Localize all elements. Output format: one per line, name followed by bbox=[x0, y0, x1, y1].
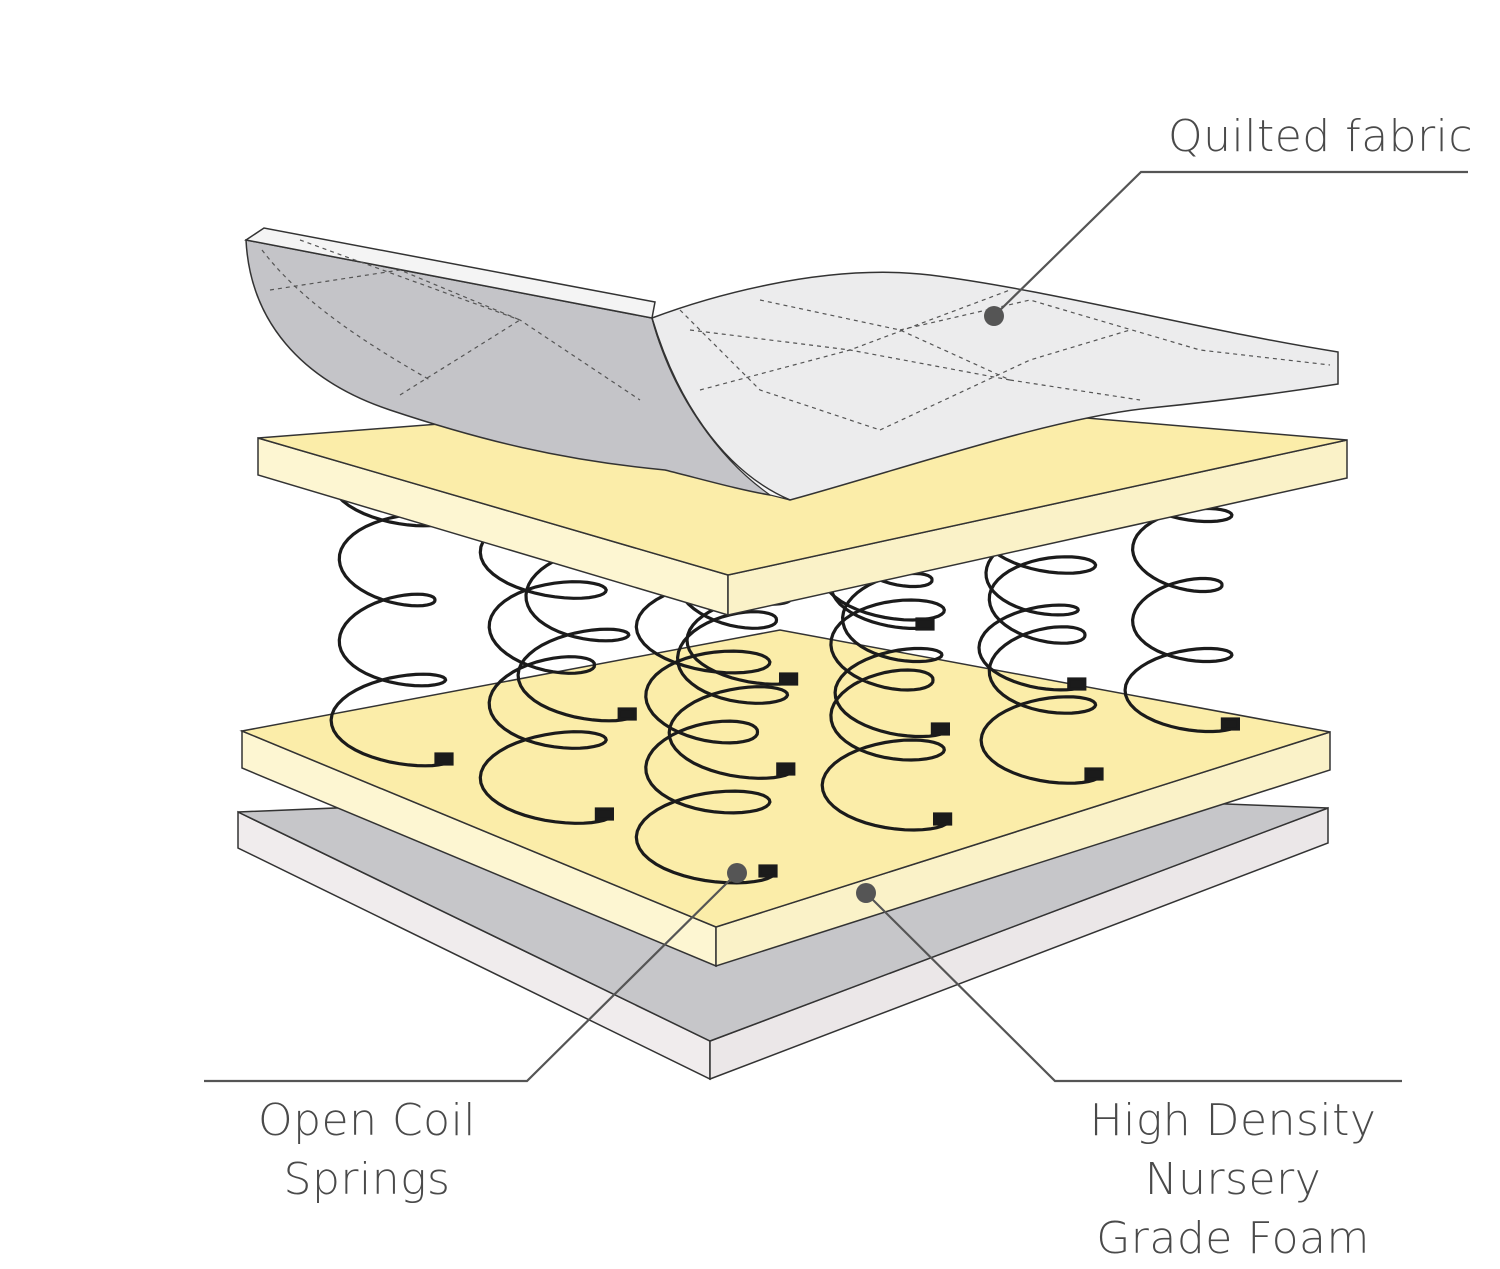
label-open-coil-line-1: Open Coil bbox=[257, 1095, 477, 1146]
coil-spring bbox=[979, 485, 1102, 785]
leader-quilted bbox=[993, 170, 1468, 317]
label-foam-line-1: High Density bbox=[1089, 1095, 1377, 1146]
coil-spring bbox=[634, 579, 777, 885]
quilted-fabric-front-edge bbox=[651, 317, 791, 501]
label-open-coil-springs: Open Coil Springs bbox=[202, 1092, 532, 1210]
label-foam-line-2: Nursery bbox=[1144, 1153, 1322, 1205]
label-quilted-fabric: Quilted fabric bbox=[1168, 108, 1473, 167]
leader-foam bbox=[865, 892, 1402, 1083]
leader-dots bbox=[727, 306, 1004, 903]
spring-clip bbox=[617, 707, 637, 721]
dot-quilted bbox=[984, 306, 1004, 326]
quilted-fabric-edge bbox=[244, 227, 656, 319]
coil-spring bbox=[478, 505, 613, 825]
coil-spring bbox=[820, 528, 951, 832]
spring-clip bbox=[915, 617, 935, 631]
lower-foam-layer bbox=[239, 629, 1331, 968]
label-quilted-fabric-text: Quilted fabric bbox=[1168, 111, 1474, 162]
quilted-fabric-layer bbox=[244, 227, 1339, 501]
spring-clip bbox=[778, 672, 799, 686]
label-open-coil-line-2: Springs bbox=[283, 1153, 451, 1205]
spring-clip bbox=[434, 752, 454, 766]
spring-clip bbox=[1220, 717, 1241, 731]
spring-clip bbox=[932, 812, 953, 826]
spring-clip bbox=[1084, 767, 1104, 781]
spring-clip bbox=[1067, 677, 1087, 691]
lower-foam-top bbox=[239, 629, 1331, 928]
dot-coil bbox=[727, 863, 747, 883]
leader-lines bbox=[204, 170, 1468, 1083]
label-high-density-foam: High Density Nursery Grade Foam bbox=[1060, 1092, 1406, 1269]
spring-clip bbox=[594, 807, 615, 821]
label-foam-line-3: Grade Foam bbox=[1096, 1212, 1370, 1264]
dot-foam bbox=[856, 883, 876, 903]
spring-clip bbox=[758, 864, 778, 878]
leader-coil bbox=[204, 872, 738, 1083]
quilt-stitching bbox=[261, 239, 1331, 431]
spring-clip bbox=[776, 762, 796, 776]
coil-spring bbox=[329, 432, 452, 768]
spring-clip bbox=[930, 722, 951, 736]
